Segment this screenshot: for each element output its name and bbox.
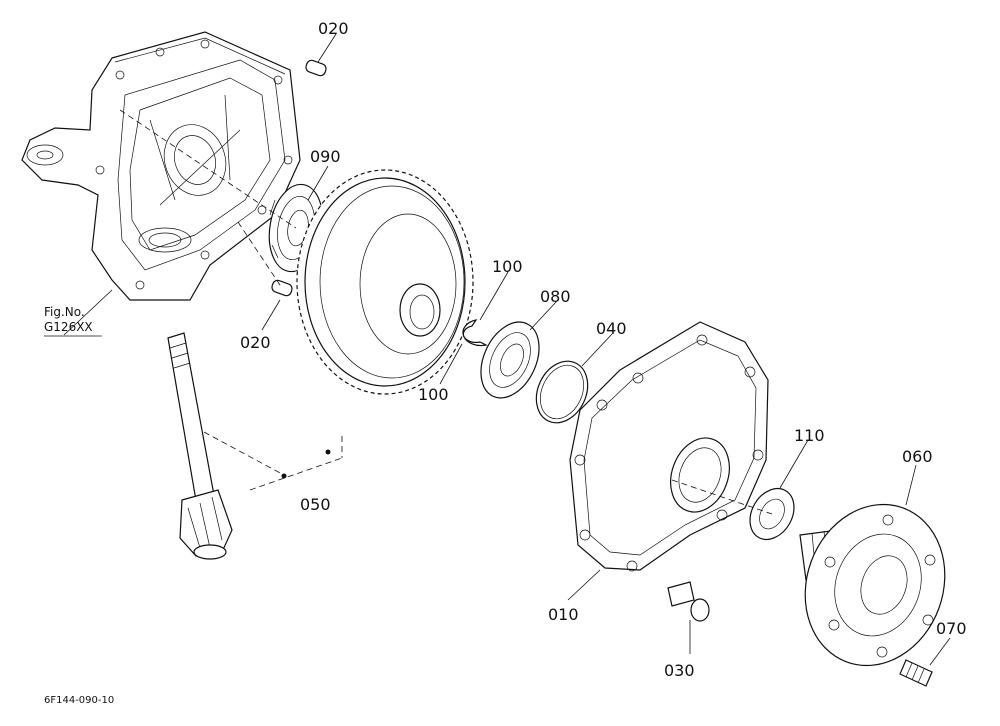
label-030: 030	[664, 661, 695, 680]
side-cover-010	[569, 321, 769, 572]
part-labels: 020 090 020 100 100 080 040 050 110 060 …	[240, 19, 967, 680]
drawing-code: 6F144-090-10	[44, 695, 114, 706]
label-100-lower: 100	[418, 385, 449, 404]
dowel-pin-lower	[271, 279, 293, 297]
label-020-upper: 020	[318, 19, 349, 38]
o-ring-040	[535, 360, 589, 424]
label-040: 040	[596, 319, 627, 338]
figure-reference: Fig.No. G126XX	[44, 305, 102, 337]
label-080: 080	[540, 287, 571, 306]
dowel-pin-upper	[305, 59, 327, 77]
stud-bolt-070	[899, 659, 933, 687]
circlip-100	[462, 319, 488, 347]
label-060: 060	[902, 447, 933, 466]
fig-no-label: Fig.No.	[44, 305, 85, 319]
label-010: 010	[548, 605, 579, 624]
label-070: 070	[936, 619, 967, 638]
label-050: 050	[300, 495, 331, 514]
ball-bearing-080	[480, 321, 540, 399]
label-090: 090	[310, 147, 341, 166]
label-020-lower: 020	[240, 333, 271, 352]
bevel-gear	[296, 169, 474, 395]
transmission-housing	[21, 31, 301, 301]
pinion-shaft	[167, 332, 233, 560]
bolt-030	[667, 581, 710, 622]
label-100-upper: 100	[492, 257, 523, 276]
fig-no-value: G126XX	[44, 320, 93, 334]
label-110: 110	[794, 426, 825, 445]
axle-flange-060	[799, 503, 946, 667]
leader-lines	[63, 33, 951, 666]
